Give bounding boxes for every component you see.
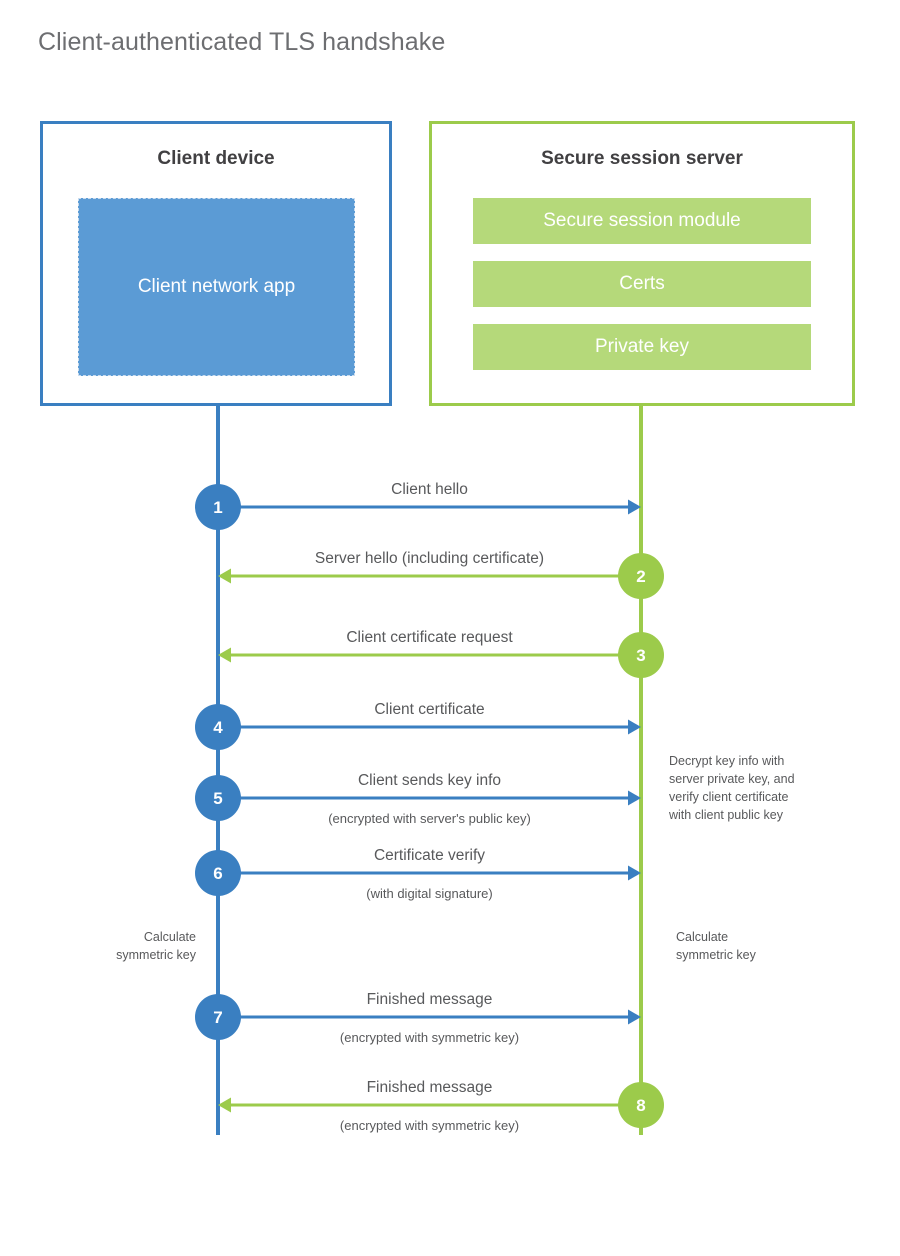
arrowhead-8 (218, 1097, 231, 1113)
message-1[interactable]: Client hello 1 (195, 481, 641, 530)
step-number-2: 2 (636, 567, 645, 586)
step-number-8: 8 (636, 1096, 645, 1115)
arrowhead-3 (218, 647, 231, 663)
step-number-1: 1 (213, 498, 222, 517)
arrowhead-2 (218, 568, 231, 584)
step-number-6: 6 (213, 864, 222, 883)
annotation-line: with client public key (668, 808, 784, 822)
step-number-3: 3 (636, 646, 645, 665)
server-component-3: Private key (473, 324, 811, 370)
secure-session-server-title: Secure session server (541, 148, 743, 169)
secure-session-server-box: Secure session server Secure session mod… (429, 121, 855, 406)
server-component-1: Secure session module (473, 198, 811, 244)
message-6[interactable]: Certificate verify (with digital signatur… (195, 847, 641, 901)
annotation-server-calculate-note: Calculate symmetric key (676, 930, 757, 962)
annotation-line: Calculate (144, 930, 196, 944)
annotation-line: verify client certificate (669, 790, 789, 804)
arrowhead-4 (628, 719, 641, 735)
step-number-5: 5 (213, 789, 222, 808)
step-number-4: 4 (213, 718, 223, 737)
arrowhead-6 (628, 865, 641, 881)
client-device-title: Client device (157, 148, 275, 169)
annotation-line: symmetric key (676, 948, 757, 962)
message-label-6: Certificate verify (374, 847, 485, 864)
message-sublabel-5: (encrypted with server's public key) (328, 811, 531, 826)
page-title: Client-authenticated TLS handshake (38, 28, 446, 56)
arrowhead-1 (628, 499, 641, 515)
message-label-8: Finished message (367, 1079, 493, 1096)
message-3[interactable]: Client certificate request 3 (218, 629, 664, 678)
message-sublabel-7: (encrypted with symmetric key) (340, 1030, 519, 1045)
message-sublabel-8: (encrypted with symmetric key) (340, 1118, 519, 1133)
annotation-line: server private key, and (669, 772, 795, 786)
client-device-box: Client device Client network app (40, 121, 392, 406)
message-label-3: Client certificate request (346, 629, 513, 646)
annotation-line: symmetric key (116, 948, 197, 962)
annotation-client-calculate-note: Calculate symmetric key (116, 930, 197, 962)
server-component-2: Certs (473, 261, 811, 307)
annotation-line: Decrypt key info with (669, 754, 784, 768)
message-5[interactable]: Client sends key info (encrypted with ser… (195, 772, 641, 826)
arrowhead-7 (628, 1009, 641, 1025)
message-2[interactable]: Server hello (including certificate) 2 (218, 550, 664, 599)
message-7[interactable]: Finished message (encrypted with symmetri… (195, 991, 641, 1045)
client-network-app-block: Client network app (78, 198, 355, 376)
message-label-1: Client hello (391, 481, 468, 498)
step-number-7: 7 (213, 1008, 222, 1027)
message-label-2: Server hello (including certificate) (315, 550, 544, 567)
annotation-server-decrypt-note: Decrypt key info with server private key,… (668, 754, 795, 822)
message-4[interactable]: Client certificate 4 (195, 701, 641, 750)
annotation-line: Calculate (676, 930, 728, 944)
message-label-5: Client sends key info (358, 772, 501, 789)
arrowhead-5 (628, 790, 641, 806)
message-sublabel-6: (with digital signature) (366, 886, 492, 901)
message-label-4: Client certificate (374, 701, 484, 718)
message-8[interactable]: Finished message (encrypted with symmetri… (218, 1079, 664, 1133)
message-label-7: Finished message (367, 991, 493, 1008)
